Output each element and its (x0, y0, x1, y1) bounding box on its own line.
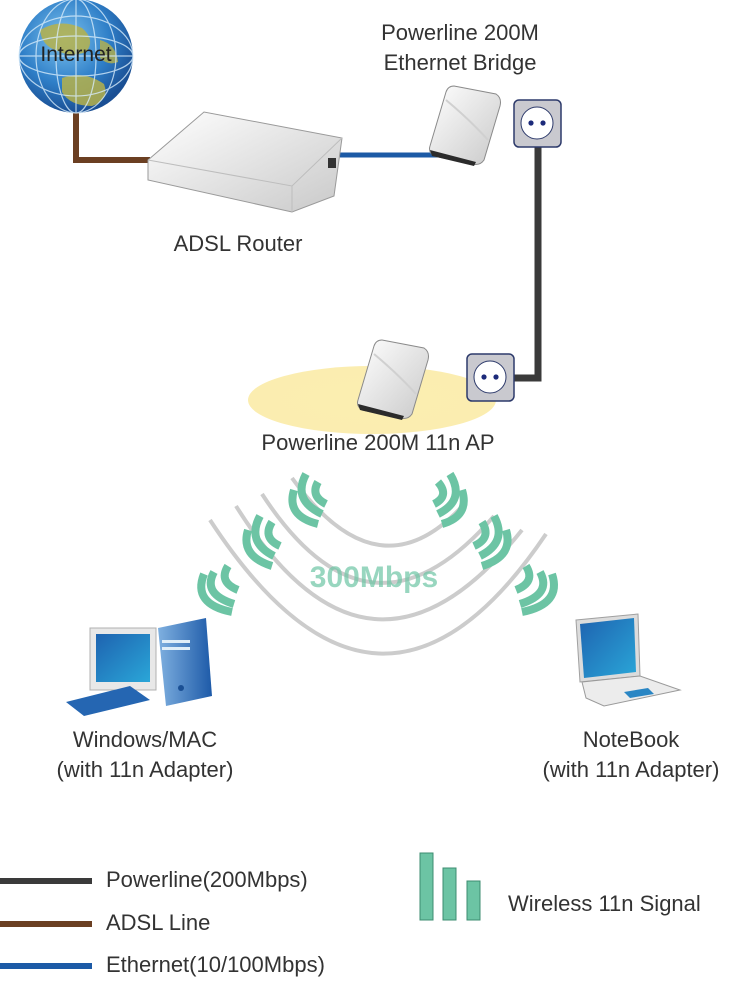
desktop-label-line2: (with 11n Adapter) (56, 757, 234, 782)
internet-label: Internet (40, 43, 112, 66)
bridge-label-line2: Ethernet Bridge (383, 50, 537, 75)
desktop-label-line1: Windows/MAC (72, 727, 218, 752)
legend-wireless-label: Wireless 11n Signal (508, 891, 701, 916)
bridge-label-line1: Powerline 200M (381, 20, 539, 45)
notebook-icon (575, 613, 682, 707)
legend-ethernet-line (0, 963, 92, 969)
internet-globe-icon (18, 0, 134, 114)
legend-powerline-line (0, 878, 92, 884)
bridge-outlet-icon (513, 99, 562, 148)
notebook-label-line1: NoteBook (582, 727, 680, 752)
router-label: ADSL Router (173, 231, 303, 256)
powerline-bridge-icon (429, 85, 501, 166)
adsl-router-icon (147, 111, 343, 213)
notebook-label-line2: (with 11n Adapter) (542, 757, 720, 782)
powerline-line (514, 145, 542, 382)
desktop-computer-icon (66, 618, 212, 716)
ap-outlet-icon (466, 353, 515, 402)
legend-wireless-bars-icon (419, 852, 481, 921)
wireless-speed-label: 300Mbps (310, 561, 438, 594)
legend-powerline-label: Powerline(200Mbps) (106, 867, 308, 892)
ap-label: Powerline 200M 11n AP (261, 430, 495, 455)
legend-adsl-line (0, 921, 92, 927)
wireless-signal-icon (197, 471, 558, 616)
powerline-ap-icon (357, 339, 429, 420)
legend-adsl-label: ADSL Line (106, 910, 211, 935)
legend-ethernet-label: Ethernet(10/100Mbps) (106, 952, 325, 977)
